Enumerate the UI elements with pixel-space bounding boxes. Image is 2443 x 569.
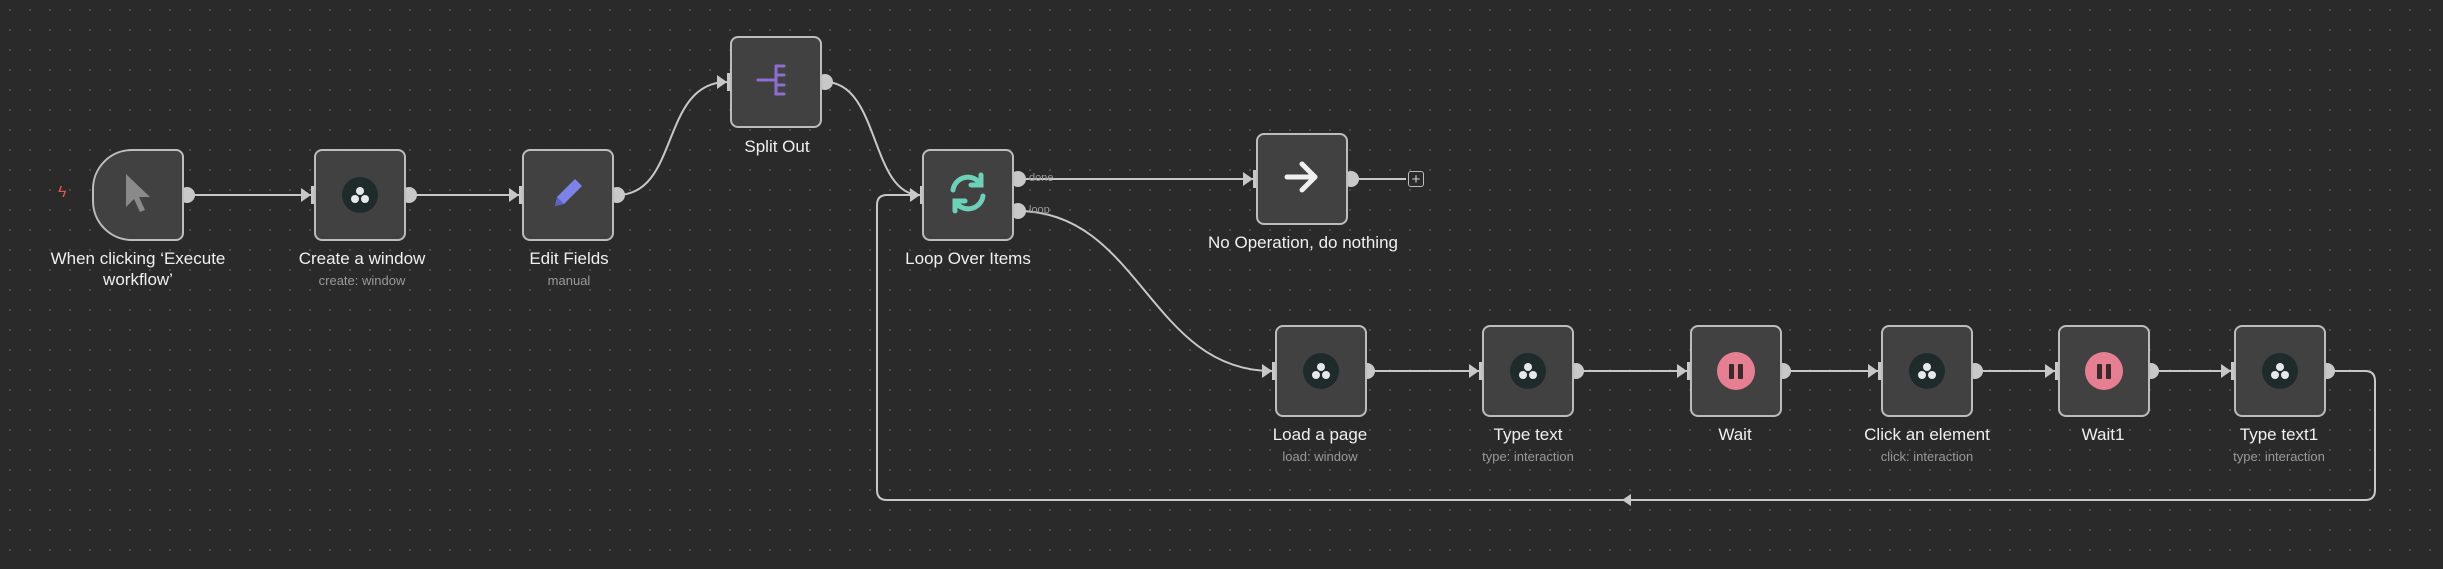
node-label: Split Out: [744, 137, 810, 156]
input-port: [509, 188, 519, 202]
node-label: Edit Fields: [529, 249, 609, 268]
pause-icon: [1717, 352, 1755, 390]
node-split-out[interactable]: [730, 36, 822, 128]
input-port: [2221, 364, 2231, 378]
node-subtitle: load: window: [1282, 449, 1358, 464]
node-subtitle: create: window: [318, 273, 406, 288]
node-create-window[interactable]: [314, 149, 406, 241]
node-type-text1[interactable]: [2234, 325, 2326, 417]
app-logo-icon: [1510, 353, 1546, 389]
app-logo-icon: [2262, 353, 2298, 389]
node-label: Type text: [1493, 425, 1563, 444]
edge-split-loop: [824, 81, 921, 196]
app-logo-icon: [1909, 353, 1945, 389]
node-label: Type text1: [2239, 425, 2319, 444]
node-subtitle: type: interaction: [2233, 449, 2325, 464]
split-icon: [754, 62, 798, 103]
node-click-element[interactable]: [1881, 325, 1973, 417]
pencil-icon: [547, 172, 589, 219]
node-subtitle: manual: [547, 273, 591, 288]
node-wait[interactable]: [1690, 325, 1782, 417]
node-subtitle: type: interaction: [1482, 449, 1574, 464]
output-port-loop: [1010, 203, 1026, 219]
input-port: [301, 188, 311, 202]
input-port: [1868, 364, 1878, 378]
edge-edit-split: [616, 81, 728, 196]
node-load-page[interactable]: [1275, 325, 1367, 417]
input-port: [1469, 364, 1479, 378]
cursor-icon: [121, 171, 155, 220]
node-label: Click an element: [1864, 425, 1990, 444]
loop-icon: [944, 169, 992, 222]
input-port: [1677, 364, 1687, 378]
input-port: [717, 75, 727, 89]
input-port: [1243, 172, 1253, 186]
node-label: Wait1: [2081, 425, 2125, 444]
app-logo-icon: [1303, 353, 1339, 389]
node-subtitle: click: interaction: [1880, 449, 1974, 464]
arrow-right-icon: [1282, 159, 1322, 200]
node-label: Wait: [1718, 425, 1752, 444]
node-label: No Operation, do nothing: [1208, 233, 1398, 252]
node-label: When clicking ‘Execute workflow’: [50, 249, 226, 289]
port-label-loop: loop: [1029, 204, 1050, 216]
edge-loop-load: [1017, 210, 1273, 372]
node-wait1[interactable]: [2058, 325, 2150, 417]
pause-icon: [2085, 352, 2123, 390]
port-label-done: done: [1029, 172, 1054, 184]
input-port: [2045, 364, 2055, 378]
app-logo-icon: [342, 177, 378, 213]
node-type-text[interactable]: [1482, 325, 1574, 417]
node-label: Create a window: [298, 249, 426, 268]
add-node-button[interactable]: +: [1408, 171, 1424, 187]
node-loop-over-items[interactable]: [922, 149, 1014, 241]
loopback-arrow-icon: [1622, 494, 1631, 506]
output-port-done: [1010, 171, 1026, 187]
node-edit-fields[interactable]: [522, 149, 614, 241]
node-manual-trigger[interactable]: [92, 149, 184, 241]
node-no-operation[interactable]: [1256, 133, 1348, 225]
input-port: [910, 188, 920, 202]
input-port: [1262, 364, 1272, 378]
node-label: Load a page: [1272, 425, 1368, 444]
trigger-bolt-icon: ϟ: [58, 184, 67, 201]
node-label: Loop Over Items: [905, 249, 1031, 268]
